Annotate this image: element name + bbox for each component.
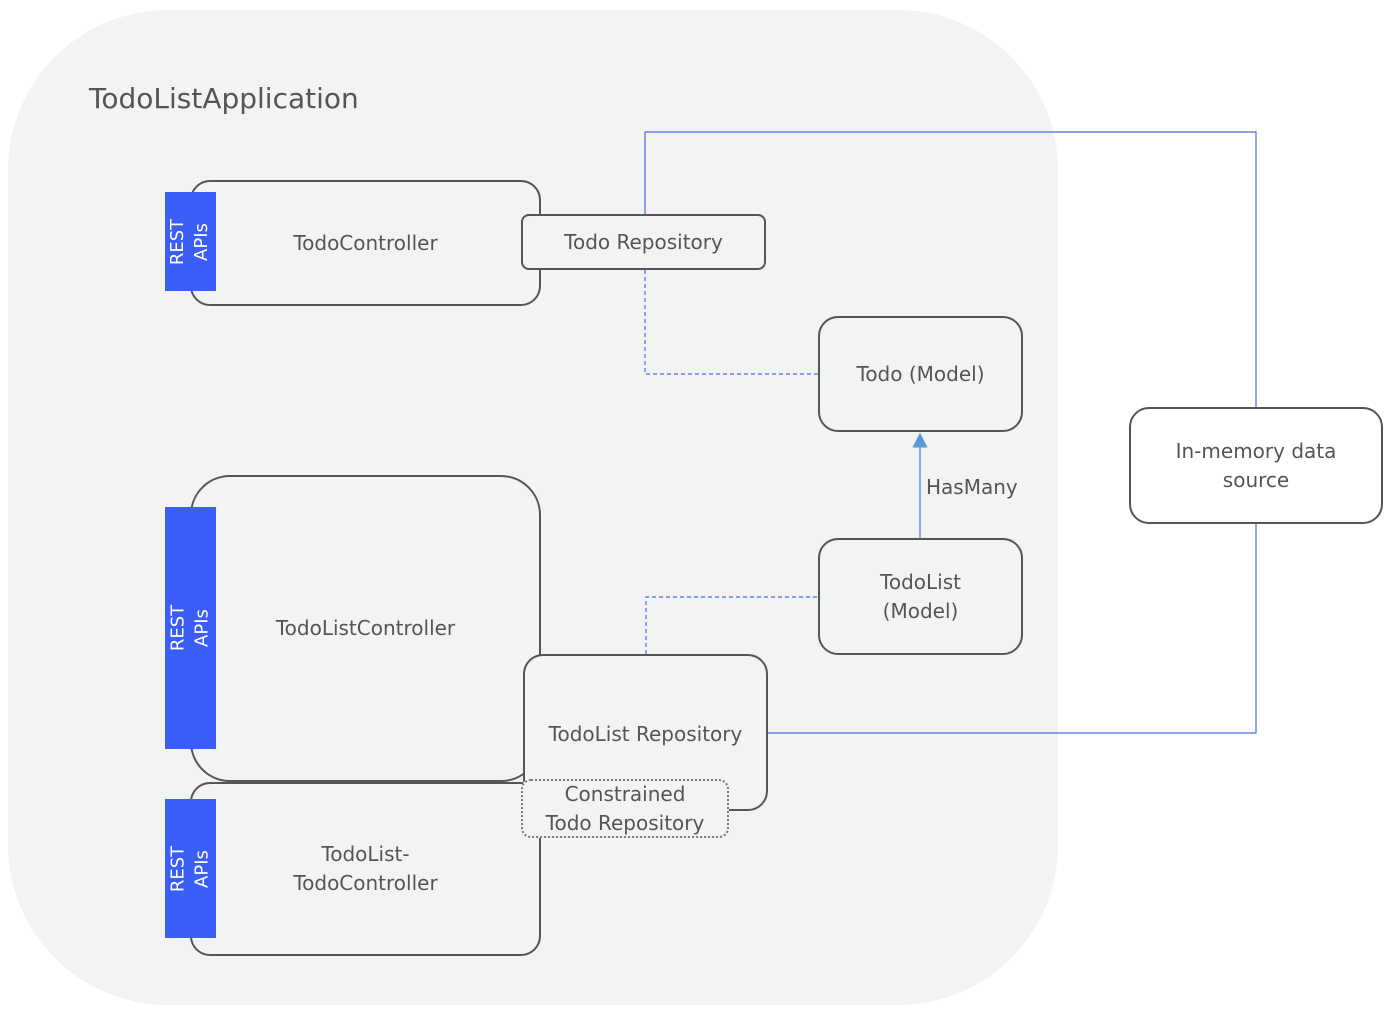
todolist-model-label: TodoList (Model) (880, 569, 961, 623)
constrained-todo-repository-box: Constrained Todo Repository (521, 779, 729, 838)
todolist-todo-rest-apis-label: REST APIs (167, 845, 213, 892)
todolist-repository-label: TodoList Repository (548, 722, 743, 746)
todo-repository-box: Todo Repository (521, 214, 766, 270)
application-title: TodoListApplication (89, 82, 359, 115)
todolist-controller-box: TodoListController (190, 475, 541, 782)
todolist-todo-controller-box: TodoList- TodoController (190, 782, 541, 956)
todo-rest-apis-tab: REST APIs (165, 192, 216, 291)
todo-rest-apis-label: REST APIs (167, 218, 213, 265)
todo-model-label: Todo (Model) (856, 361, 985, 386)
todo-repo-model-dashed-line (644, 270, 819, 375)
constrained-todo-repository-label: Constrained Todo Repository (545, 781, 705, 835)
todolist-controller-label: TodoListController (275, 616, 456, 640)
hasmany-label: HasMany (926, 475, 1018, 499)
todolist-todo-rest-apis-tab: REST APIs (165, 799, 216, 938)
todo-repository-label: Todo Repository (564, 229, 723, 254)
todo-repo-datasource-line (644, 131, 1257, 408)
todo-controller-box: TodoController (190, 180, 541, 306)
todolist-todo-controller-label: TodoList- TodoController (293, 842, 438, 895)
datasource-label: In-memory data source (1175, 438, 1337, 492)
todolist-repo-datasource-line (768, 524, 1257, 734)
todolist-model-box: TodoList (Model) (818, 538, 1023, 655)
datasource-box: In-memory data source (1129, 407, 1383, 524)
todolist-repo-model-dashed-line (645, 596, 819, 654)
todo-controller-label: TodoController (293, 230, 438, 255)
todolist-rest-apis-label: REST APIs (167, 604, 213, 652)
todo-model-box: Todo (Model) (818, 316, 1023, 432)
todolist-rest-apis-tab: REST APIs (165, 507, 216, 749)
